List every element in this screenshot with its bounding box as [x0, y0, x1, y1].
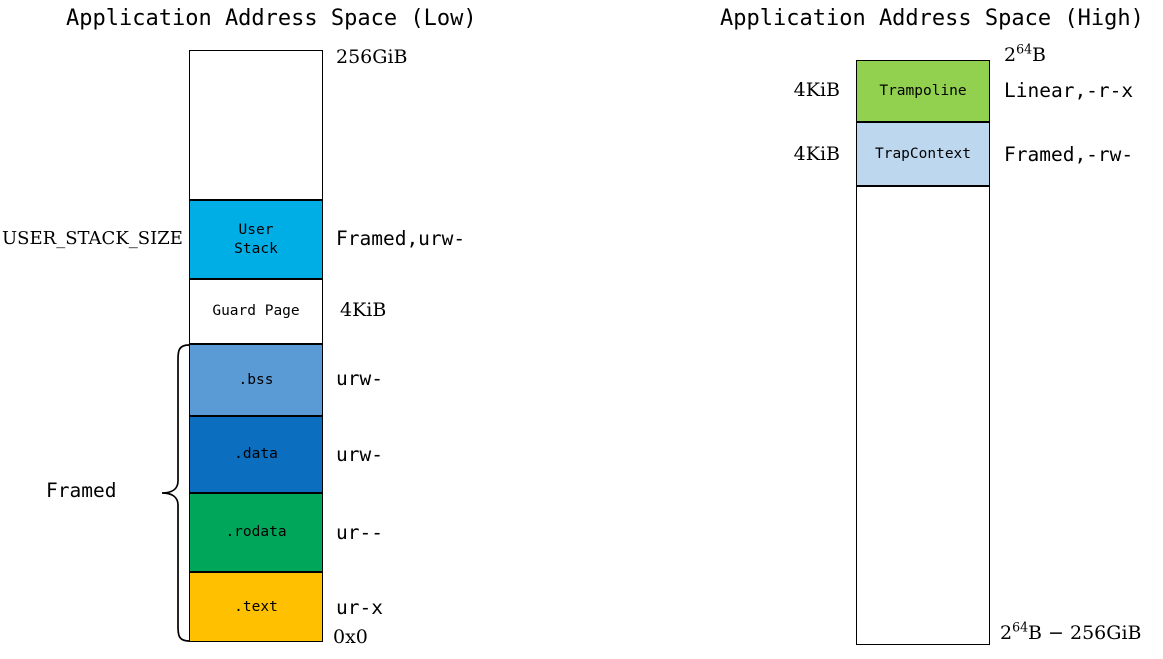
label-perm-data: urw- [336, 443, 383, 466]
address-base: 2 [1000, 622, 1013, 644]
label-perm-trap-context: Framed,-rw- [1004, 143, 1134, 166]
segment-bss: .bss [189, 344, 323, 416]
segment-user-stack: User Stack [189, 200, 323, 279]
segment-trampoline: Trampoline [856, 60, 990, 122]
address-suffix: B − 256GiB [1028, 622, 1142, 644]
segment-empty-low [189, 50, 323, 200]
address-exponent: 64 [1012, 619, 1029, 635]
label-perm-bss: urw- [336, 367, 383, 390]
segment-trap-context: TrapContext [856, 122, 990, 186]
label-user-stack-size: USER_STACK_SIZE [2, 228, 183, 249]
label-address-2-64-b: 264B [1004, 41, 1047, 66]
page-title-low: Application Address Space (Low) [66, 6, 477, 31]
label-size-guard-page: 4KiB [340, 299, 387, 321]
label-perm-user-stack: Framed,urw- [336, 227, 466, 250]
label-size-trampoline: 4KiB [793, 79, 840, 101]
label-address-256gib: 256GiB [336, 46, 408, 68]
label-framed-group: Framed [46, 479, 117, 502]
label-size-trap-context: 4KiB [793, 143, 840, 165]
address-base: 2 [1004, 44, 1017, 66]
segment-guard-page: Guard Page [189, 279, 323, 344]
label-perm-trampoline: Linear,-r-x [1004, 79, 1134, 102]
address-suffix: B [1032, 44, 1047, 66]
label-perm-rodata: ur-- [336, 521, 383, 544]
address-exponent: 64 [1016, 41, 1033, 57]
label-perm-text: ur-x [336, 596, 383, 619]
segment-empty-high [856, 186, 990, 645]
segment-data: .data [189, 416, 323, 493]
segment-text: .text [189, 572, 323, 642]
page-title-high: Application Address Space (High) [720, 6, 1144, 31]
framed-grouping-brace [160, 344, 190, 642]
segment-rodata: .rodata [189, 493, 323, 572]
label-address-2-64-b-minus-256gib: 264B − 256GiB [1000, 619, 1142, 644]
label-address-zero: 0x0 [333, 626, 368, 648]
